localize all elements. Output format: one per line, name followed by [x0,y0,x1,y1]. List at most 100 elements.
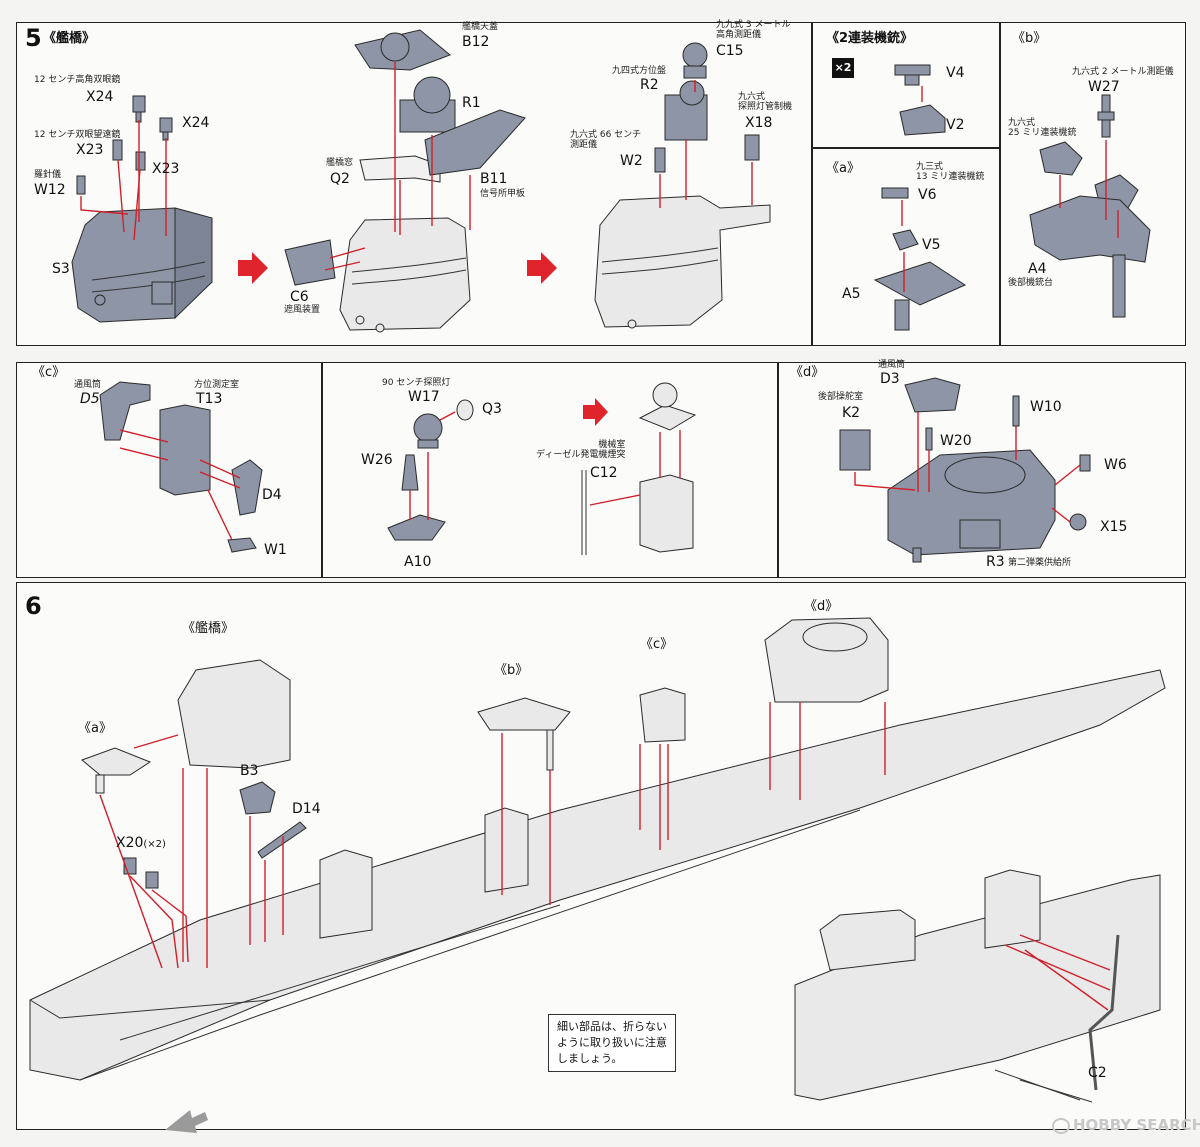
x18-desc: 九六式 探照灯管制機 [738,92,793,113]
v6-code: V6 [918,187,937,203]
c-header: 《c》 [32,365,66,380]
v6-desc: 九三式 13 ミリ連装機銃 [916,162,985,183]
part-w1 [227,537,257,553]
step6-number: 6 [25,592,42,620]
d-header: 《d》 [790,365,825,380]
d5-code: D5 [80,391,100,407]
b12-desc: 艦橋天蓋 [462,22,499,32]
a4-code: A4 [1028,261,1047,277]
k2-code: K2 [842,405,861,421]
step6-c-label: 《c》 [640,637,674,652]
part-a10-base [387,514,446,541]
part-d3-ventilator [904,377,961,413]
k2-desc: 後部操舵室 [818,392,864,402]
x20-code-text: X20 [116,835,144,851]
part-w17-searchlight [413,413,443,449]
part-x24-binocular [132,95,146,123]
x23a-code: X23 [76,142,104,158]
c6-code: C6 [290,289,309,305]
part-k2-rear-steering-room [839,429,871,471]
part-d5-ventilator [99,381,151,441]
part-w6 [1079,454,1091,472]
part-w27-rangefinder [1097,94,1115,138]
next-arrow-2 [527,252,557,284]
w10-code: W10 [1030,399,1062,415]
part-w12-compass [76,175,86,195]
r3-code: R3 [986,554,1005,570]
part-x20 [123,857,159,889]
w20-code: W20 [940,433,972,449]
step6-b-label: 《b》 [494,663,529,678]
d3-desc: 通風筒 [878,360,906,370]
r2-code: R2 [640,77,659,93]
b11-desc: 信号所甲板 [480,189,526,199]
part-bridge-final-white [594,195,771,329]
step6-d-label: 《d》 [804,599,839,614]
part-inset-hull [794,869,1161,1101]
r2-desc: 九四式方位盤 [612,66,667,76]
part-c12-diesel-funnel [581,382,697,555]
part-hull-main [29,669,1166,1081]
part-b3 [239,781,276,815]
w6-code: W6 [1104,457,1127,473]
b3-code: B3 [240,763,259,779]
v5-code: V5 [922,237,941,253]
b12-code: B12 [462,34,490,50]
v4-code: V4 [946,65,965,81]
subassembly-b-panel [1000,22,1186,346]
part-r1-rangefinder-base [399,76,456,133]
part-x18-searchlight-control [744,134,760,161]
mg25-desc: 九六式 25 ミリ連装機銃 [1008,118,1077,139]
w12-desc: 羅針儀 [34,170,62,180]
part-platform-b [477,697,571,771]
d5-desc: 通風筒 [74,380,102,390]
part-v2-mg-mount [899,104,946,136]
step5-title: 《艦橋》 [43,31,96,46]
w1-code: W1 [264,542,287,558]
part-a5-platform [873,261,967,331]
watermark: HOBBY SEARCH [1052,1116,1200,1134]
w17-code: W17 [408,389,440,405]
v2-code: V2 [946,117,965,133]
searchlight-panel [322,362,778,578]
direction-arrow [165,1110,208,1133]
part-a4-rear-mg-platform [1029,195,1151,318]
a10-code: A10 [404,554,432,570]
x24a-desc: 12 センチ高角双眼鏡 [34,75,121,85]
d4-code: D4 [262,487,282,503]
w27-code: W27 [1088,79,1120,95]
r1-code: R1 [462,95,481,111]
part-q2-bridge-window [359,155,441,183]
part-d14 [257,821,307,859]
q2-desc: 艦橋窓 [326,158,354,168]
a-header: 《a》 [826,161,860,176]
part-c2-pipe [1088,934,1120,1091]
s3-code: S3 [52,261,70,277]
part-25mm-twin-mg [1039,141,1083,176]
part-platform-a [81,747,152,794]
part-d4 [231,459,263,516]
part-tower-c [639,687,686,743]
step6-a-label: 《a》 [78,721,112,736]
x18-code: X18 [745,115,773,131]
step5-number: 5 [25,24,42,52]
d3-code: D3 [880,371,900,387]
w2-code: W2 [620,153,643,169]
t13-code: T13 [196,391,223,407]
part-w10 [1012,395,1020,427]
part-x15 [1069,513,1087,531]
part-q3-lens [456,399,474,421]
c6-desc: 遮風装置 [284,305,321,315]
w17-desc: 90 センチ探照灯 [382,378,451,388]
next-arrow-1 [238,252,268,284]
next-arrow-3 [583,398,608,426]
twin-mg-header: 《2連装機銃》 [826,31,914,46]
quantity-badge: ×2 [832,58,854,78]
part-w2-rangefinder [654,147,666,173]
part-turret-d [764,617,889,703]
w26-code: W26 [361,452,393,468]
q3-code: Q3 [482,401,502,417]
x15-code: X15 [1100,519,1128,535]
